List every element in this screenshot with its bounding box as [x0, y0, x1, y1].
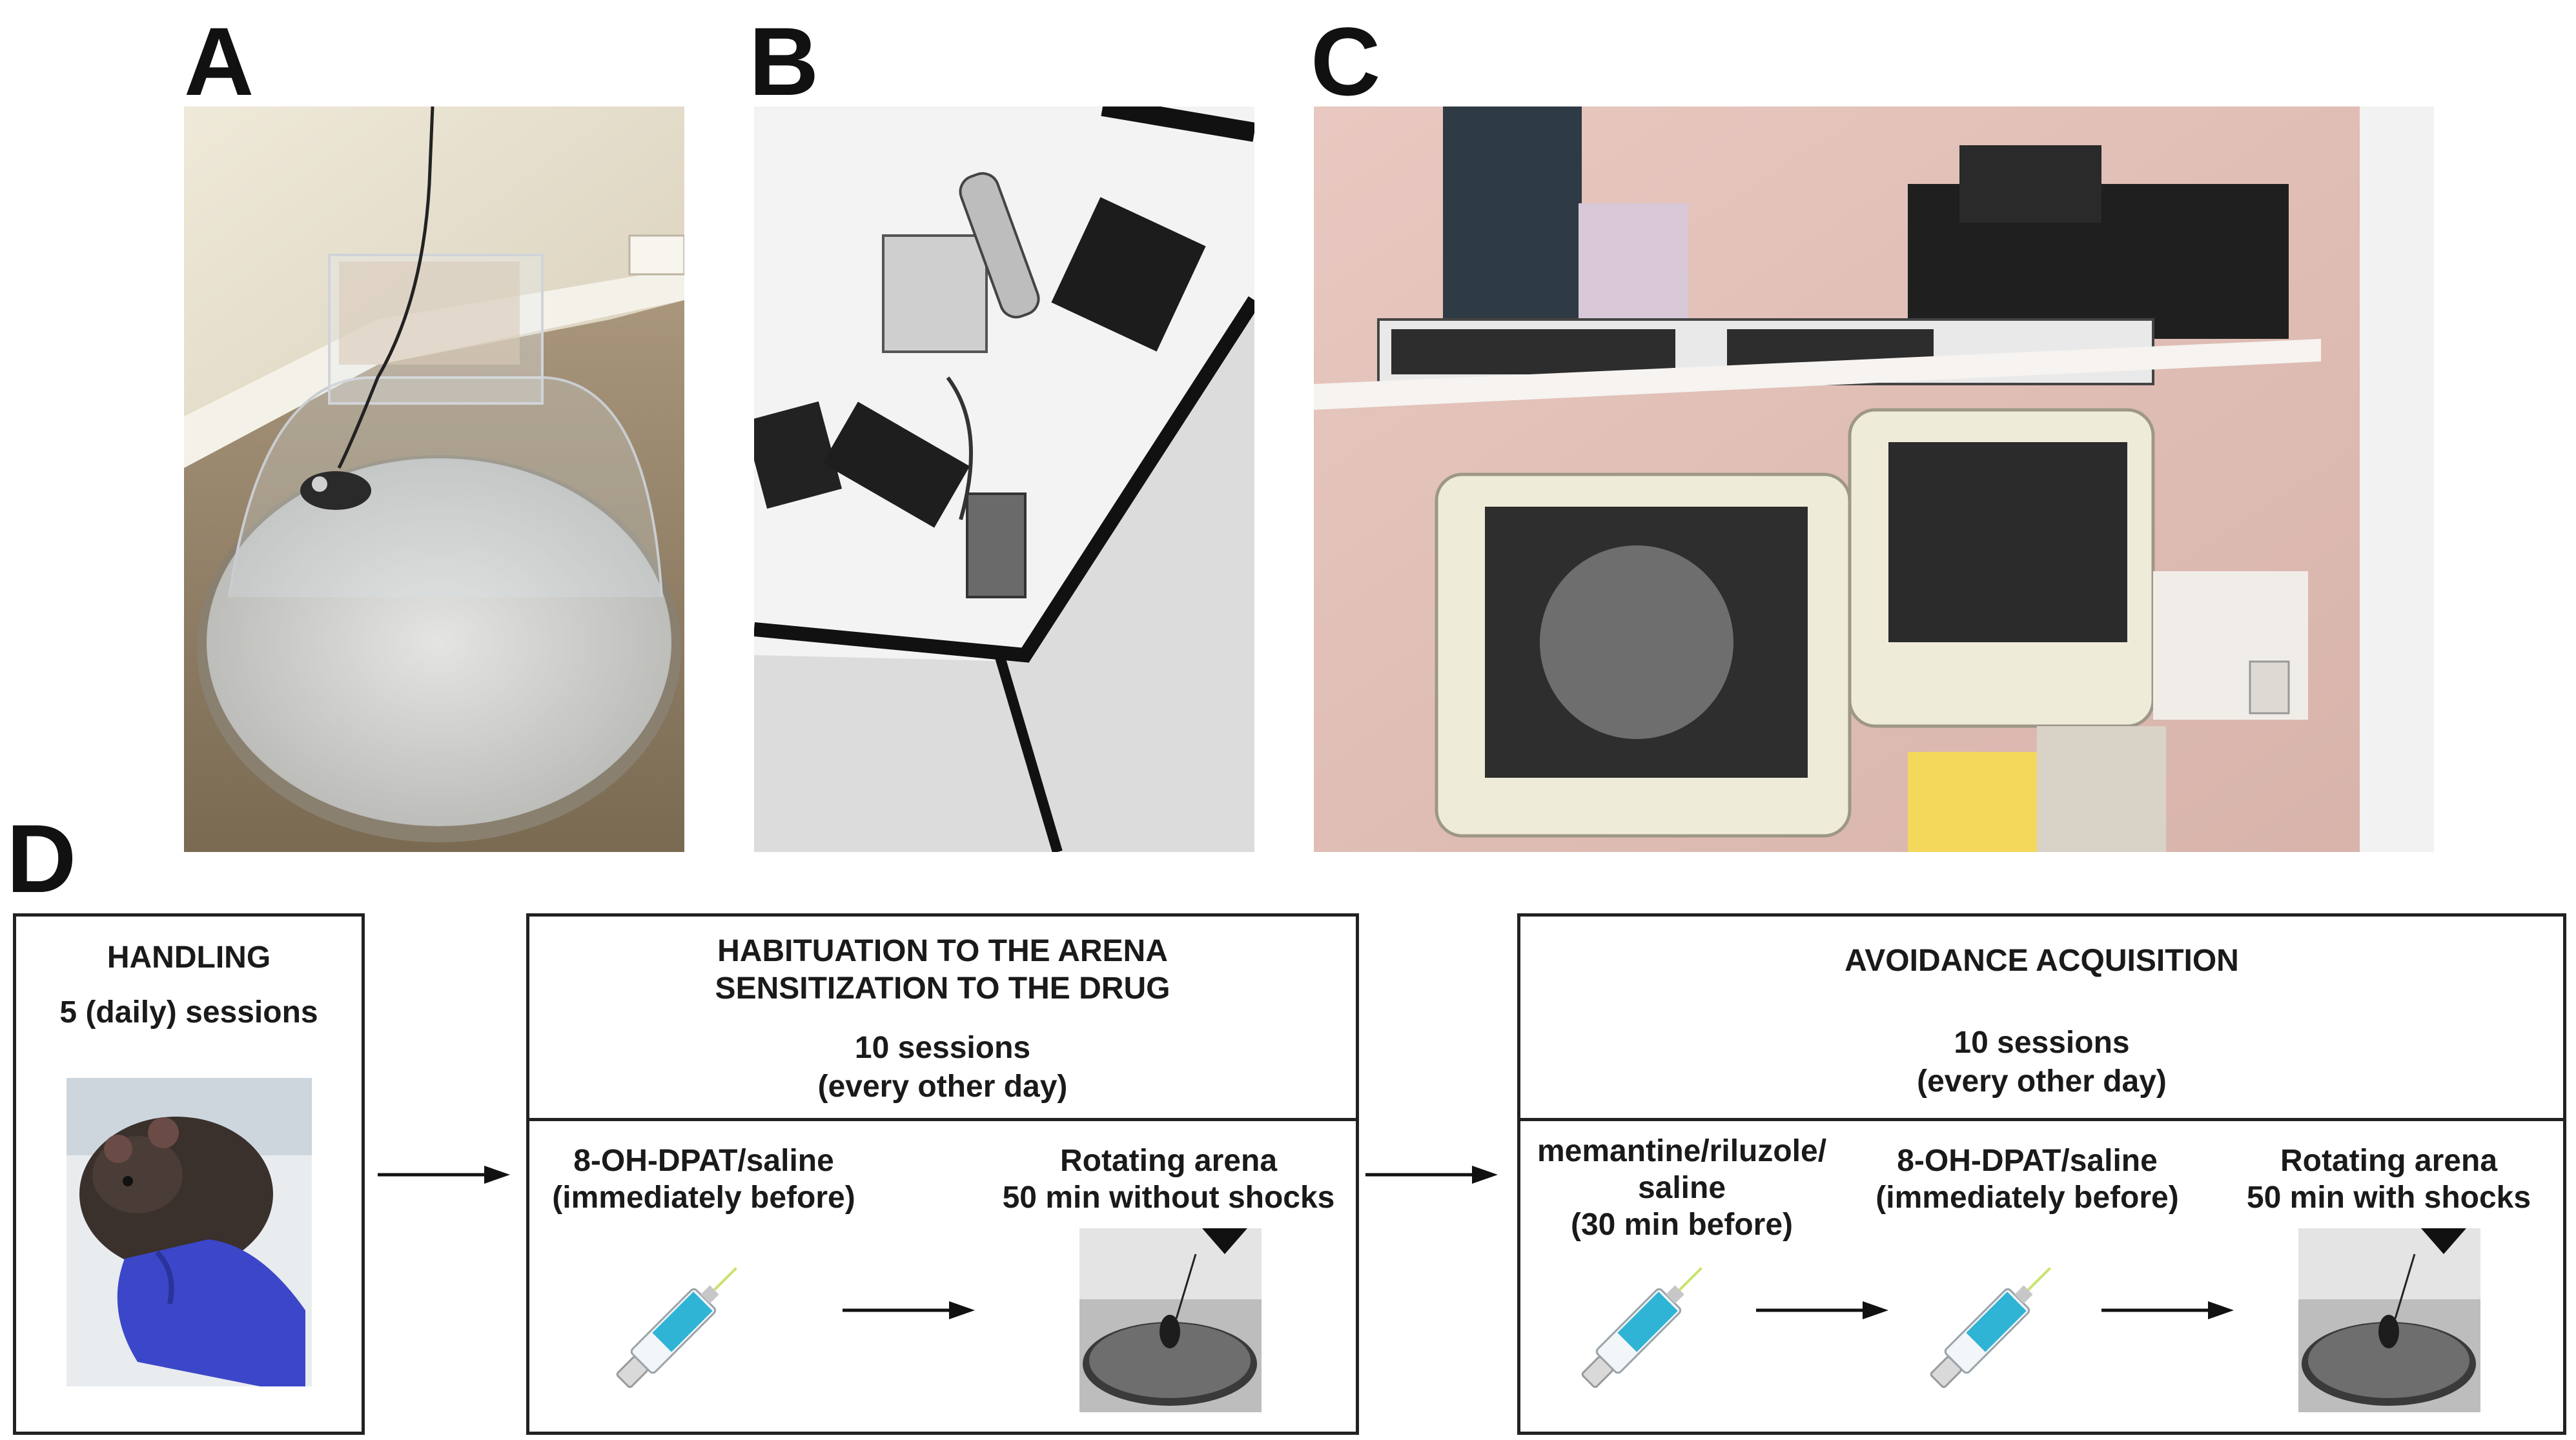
- syringe-icon: [1930, 1267, 2051, 1388]
- rat-handling-photo: [66, 1078, 312, 1386]
- habituation-sessions-2: (every other day): [817, 1070, 1068, 1104]
- acquisition-drug-1: 8-OH-DPAT/saline: [1897, 1144, 2158, 1178]
- acquisition-sessions-2: (every other day): [1917, 1064, 2167, 1099]
- acquisition-title: AVOIDANCE ACQUISITION: [1845, 944, 2239, 978]
- acquisition-drug-2: (immediately before): [1876, 1181, 2179, 1215]
- rotating-arena-thumbnail: [1079, 1228, 1262, 1412]
- habituation-arena-1: Rotating arena: [1059, 1144, 1278, 1178]
- acquisition-pre-drug-2: saline: [1637, 1171, 1726, 1205]
- flow-arrow-3: [1365, 1166, 1498, 1184]
- acquisition-arena-2: 50 min with shocks: [2246, 1181, 2531, 1215]
- panel-label-b: B: [749, 7, 819, 116]
- rotating-arena-thumbnail: [2298, 1228, 2480, 1412]
- acquisition-sessions-1: 10 sessions: [1954, 1026, 2130, 1060]
- handling-title: HANDLING: [107, 940, 271, 975]
- monitors-equipment-photo: [1314, 106, 2434, 852]
- syringe-icon: [616, 1267, 737, 1388]
- habituation-arena-2: 50 min without shocks: [1002, 1181, 1335, 1215]
- habituation-drug-1: 8-OH-DPAT/saline: [573, 1144, 834, 1178]
- handling-sessions: 5 (daily) sessions: [59, 995, 318, 1029]
- flow-arrow-5: [2101, 1301, 2234, 1319]
- habituation-title-2: SENSITIZATION TO THE DRUG: [715, 971, 1170, 1006]
- habituation-divider: [526, 1118, 1359, 1121]
- flow-arrow-2: [843, 1301, 975, 1319]
- habituation-drug-2: (immediately before): [552, 1181, 855, 1215]
- acquisition-divider: [1517, 1118, 2566, 1121]
- panel-label-a: A: [184, 7, 254, 116]
- flow-arrow-4: [1756, 1301, 1888, 1319]
- syringe-icon: [1581, 1267, 1702, 1388]
- panel-label-d: D: [6, 804, 77, 913]
- acquisition-arena-1: Rotating arena: [2280, 1144, 2498, 1178]
- camera-ceiling-photo: [754, 106, 1254, 852]
- flow-arrow-1: [378, 1166, 510, 1184]
- arena-photo: [184, 106, 684, 852]
- habituation-sessions-1: 10 sessions: [854, 1031, 1031, 1065]
- acquisition-pre-drug-3: (30 min before): [1570, 1208, 1794, 1242]
- panel-label-c: C: [1311, 7, 1381, 116]
- habituation-title-1: HABITUATION TO THE ARENA: [717, 934, 1168, 968]
- acquisition-pre-drug-1: memantine/riluzole/: [1537, 1134, 1827, 1168]
